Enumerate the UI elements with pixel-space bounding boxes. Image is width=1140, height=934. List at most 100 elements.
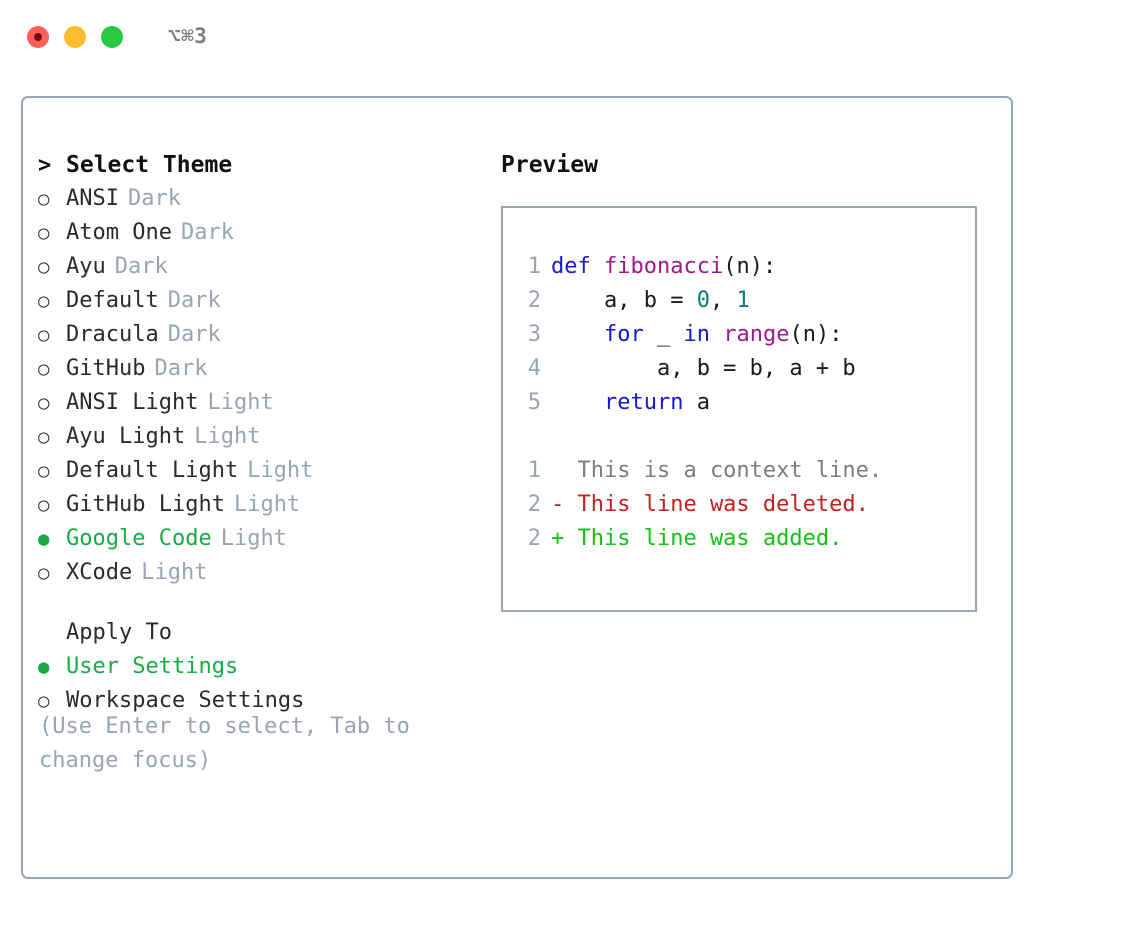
theme-option-kind: Dark xyxy=(154,356,208,381)
theme-option-name: ANSI xyxy=(66,186,119,211)
theme-option-kind: Dark xyxy=(114,254,168,279)
close-button[interactable] xyxy=(27,26,49,48)
code-line: 3 for _ in range(n): xyxy=(503,318,975,352)
radio-unselected-icon: ○ xyxy=(38,358,50,380)
code-token: def xyxy=(551,254,604,279)
theme-option[interactable]: ○ Ayu Light Light xyxy=(38,420,488,454)
line-number: 1 xyxy=(527,254,541,279)
apply-to-heading: Apply To xyxy=(38,616,488,650)
code-line: 4 a, b = b, a + b xyxy=(503,352,975,386)
diff-line-text: - This line was deleted. xyxy=(551,492,869,517)
code-token xyxy=(710,322,723,347)
theme-option-name: Ayu Light xyxy=(66,424,186,449)
apply-to-option[interactable]: ○Workspace Settings xyxy=(38,684,488,718)
code-line-text: a, b = b, a + b xyxy=(551,352,856,386)
radio-unselected-icon: ○ xyxy=(38,290,50,312)
code-token: for xyxy=(603,322,644,347)
page-title: Select Theme xyxy=(66,152,233,178)
apply-to-label: Apply To xyxy=(66,620,172,645)
radio-selected-icon: ● xyxy=(38,528,50,550)
diff-line: 1 This is a context line. xyxy=(503,454,975,488)
code-line: 5 return a xyxy=(503,386,975,420)
radio-selected-icon: ● xyxy=(38,656,50,678)
shortcut-label: ⌥⌘3 xyxy=(168,24,208,48)
code-token: in xyxy=(683,322,710,347)
radio-unselected-icon: ○ xyxy=(38,690,50,712)
theme-option-kind: Dark xyxy=(127,186,181,211)
line-number: 3 xyxy=(527,322,541,347)
theme-option-kind: Light xyxy=(141,560,208,585)
caret-icon: > xyxy=(38,153,52,178)
theme-option-name: ANSI Light xyxy=(66,390,199,415)
radio-unselected-icon: ○ xyxy=(38,324,50,346)
preview-label: Preview xyxy=(501,152,598,178)
line-number: 2 xyxy=(527,288,541,313)
code-token: range xyxy=(723,322,790,347)
code-line-text: a, b = 0, 1 xyxy=(551,284,750,318)
window-controls xyxy=(27,26,123,48)
title-bar: ⌥⌘3 xyxy=(0,0,1140,78)
radio-unselected-icon: ○ xyxy=(38,426,50,448)
maximize-button[interactable] xyxy=(101,26,123,48)
radio-unselected-icon: ○ xyxy=(38,562,50,584)
theme-option[interactable]: ○ Default Dark xyxy=(38,284,488,318)
code-token: a, b = b, a + b xyxy=(551,356,856,381)
code-token: return xyxy=(603,390,684,415)
theme-option-name: Default Light xyxy=(66,458,239,483)
diff-line-text: This is a context line. xyxy=(551,458,883,483)
theme-option[interactable]: ○ Atom One Dark xyxy=(38,216,488,250)
diff-sample: 1 This is a context line. 2 - This line wa… xyxy=(503,454,975,556)
theme-option[interactable]: ○ Dracula Dark xyxy=(38,318,488,352)
theme-option-kind: Light xyxy=(207,390,274,415)
theme-option[interactable]: ● Google Code Light xyxy=(38,522,488,556)
apply-to-option[interactable]: ●User Settings xyxy=(38,650,488,684)
line-number: 2 xyxy=(527,492,541,517)
code-line-text: return a xyxy=(551,386,710,420)
theme-list-heading: > Select Theme xyxy=(38,148,488,182)
theme-option-name: Dracula xyxy=(66,322,159,347)
minimize-button[interactable] xyxy=(64,26,86,48)
theme-option[interactable]: ○ Ayu Dark xyxy=(38,250,488,284)
radio-unselected-icon: ○ xyxy=(38,256,50,278)
theme-option-name: Atom One xyxy=(66,220,172,245)
code-line-text: for _ in range(n): xyxy=(551,318,842,352)
code-token: 0 xyxy=(696,288,710,313)
theme-option-name: Google Code xyxy=(66,526,212,551)
theme-option-kind: Light xyxy=(194,424,261,449)
diff-line-text: + This line was added. xyxy=(551,526,843,551)
radio-unselected-icon: ○ xyxy=(38,222,50,244)
code-token: (n): xyxy=(723,254,777,279)
theme-option-kind: Light xyxy=(233,492,301,517)
code-token: (n): xyxy=(789,322,843,347)
theme-option-kind: Light xyxy=(220,526,287,551)
radio-unselected-icon: ○ xyxy=(38,460,50,482)
theme-option-name: Default xyxy=(66,288,159,313)
diff-line: 2 + This line was added. xyxy=(503,522,975,556)
theme-option-kind: Dark xyxy=(167,288,221,313)
theme-option-name: Ayu xyxy=(66,254,106,279)
line-number: 1 xyxy=(527,458,541,483)
code-token: , xyxy=(709,288,737,313)
radio-unselected-icon: ○ xyxy=(38,392,50,414)
theme-option-kind: Dark xyxy=(180,220,234,245)
code-token: 1 xyxy=(736,288,750,313)
code-token xyxy=(551,390,604,415)
theme-option[interactable]: ○ ANSI Light Light xyxy=(38,386,488,420)
code-token: a xyxy=(683,390,710,415)
diff-line: 2 - This line was deleted. xyxy=(503,488,975,522)
line-number: 2 xyxy=(527,526,541,551)
theme-option-kind: Dark xyxy=(167,322,221,347)
